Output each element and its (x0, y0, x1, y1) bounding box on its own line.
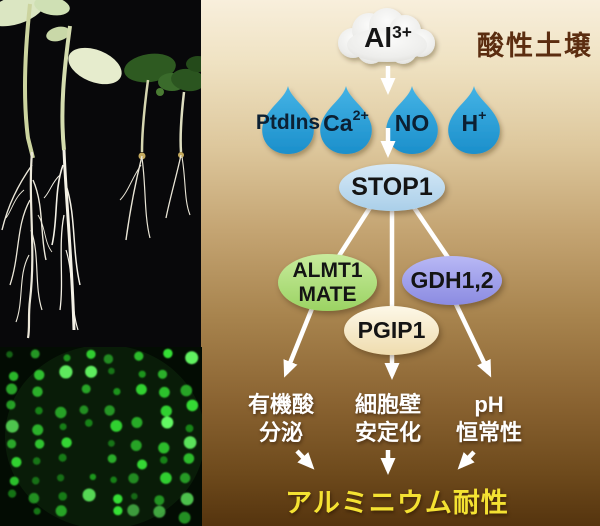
al-ion-label: Al3+ (342, 22, 434, 54)
no-text: NO (394, 109, 430, 136)
drop-label-ptdins: PtdIns (248, 108, 328, 138)
h-sup: + (478, 107, 487, 124)
almt1-label: ALMT1 (292, 258, 363, 282)
mate-label: MATE (298, 282, 357, 306)
line-stop1-to-almt (335, 204, 373, 261)
cell-wall-line1: 細胞壁 (354, 392, 421, 417)
ca-sup: 2+ (352, 107, 369, 124)
al-cloud-icon (338, 8, 435, 64)
fluorescence-photo (0, 347, 202, 526)
ca-text: Ca (323, 109, 353, 136)
ph-line2: 恒常性 (455, 419, 522, 445)
arrow-almt-to-organic-acid (283, 305, 316, 378)
ptdins-text: PtdIns (255, 111, 321, 134)
h-text: H (461, 109, 479, 136)
drop-label-no: NO (382, 108, 442, 138)
al-ion-sup: 3+ (392, 22, 412, 43)
arrow-organic-to-result (295, 449, 315, 470)
outcome-organic-acid: 有機酸分泌 (221, 391, 341, 446)
seedling-2 (43, 25, 122, 331)
seedling-4 (165, 56, 201, 219)
arrow-ph-to-result (457, 450, 476, 470)
arrow-gdh-to-ph (452, 301, 492, 378)
root-growth-photo (0, 0, 201, 347)
seedling-1 (0, 0, 70, 339)
drop-label-h: H+ (446, 108, 502, 138)
ph-line1: pH (474, 392, 504, 417)
node-pgip1: PGIP1 (344, 306, 439, 355)
acid-soil-title: 酸性土壌 (477, 31, 593, 61)
node-stop1: STOP1 (339, 164, 445, 211)
al-ion-base: Al (364, 22, 393, 53)
line-stop1-to-gdh (411, 204, 451, 261)
fluorescent-nuclei-dots (5, 348, 199, 524)
node-gdh12: GDH1,2 (402, 256, 502, 305)
organic-acid-line2: 分泌 (258, 419, 303, 445)
gdh-label: GDH1,2 (410, 267, 494, 293)
pgip-label: PGIP1 (357, 317, 426, 343)
stop1-label: STOP1 (351, 173, 433, 201)
organic-acid-line1: 有機酸 (247, 392, 314, 417)
aluminum-tolerance-result: アルミニウム耐性 (285, 488, 509, 518)
outcome-cell-wall: 細胞壁安定化 (328, 391, 448, 446)
cell-wall-line2: 安定化 (354, 419, 421, 445)
